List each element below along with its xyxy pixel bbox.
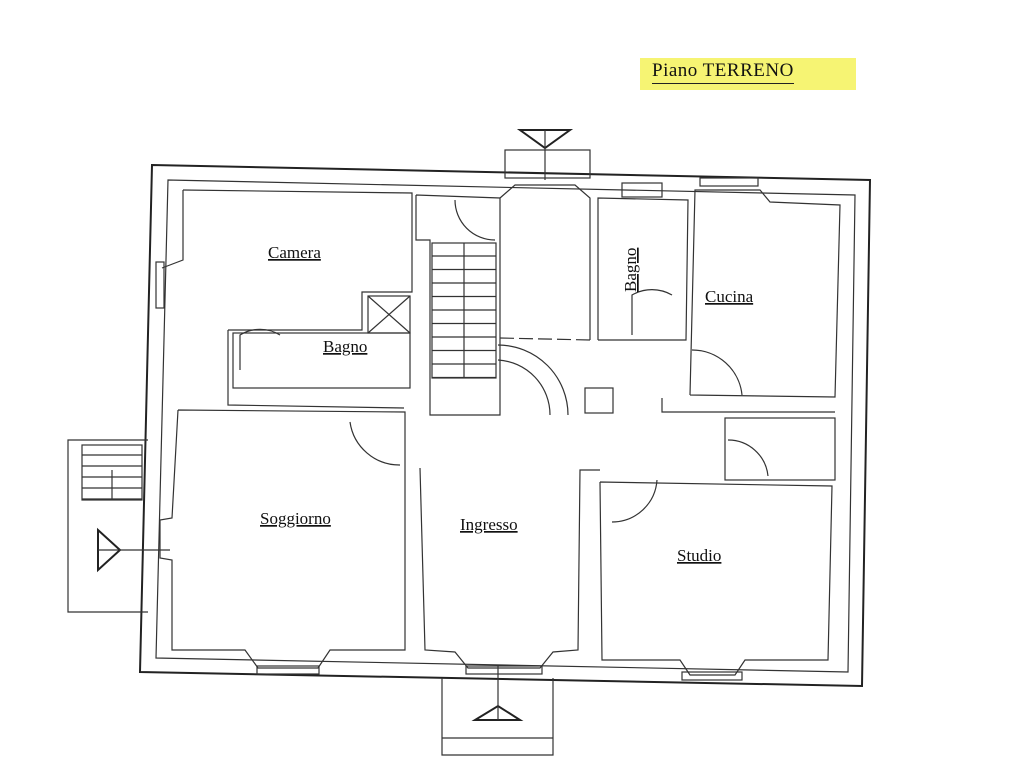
label-cucina: Cucina <box>705 287 754 306</box>
exterior-stair-left <box>67 439 170 613</box>
room-soggiorno <box>159 409 406 675</box>
title-highlight <box>640 58 856 90</box>
room-ingresso <box>419 467 600 675</box>
room-bagno-1 <box>227 295 411 409</box>
room-disimpegno <box>724 417 836 481</box>
room-studio <box>599 479 833 681</box>
room-camera <box>155 189 413 331</box>
room-cucina <box>661 177 841 413</box>
label-ingresso: Ingresso <box>460 515 518 534</box>
label-camera: Camera <box>268 243 321 262</box>
label-bagno-2: Bagno <box>621 248 640 292</box>
central-corridor <box>499 184 614 414</box>
label-soggiorno: Soggiorno <box>260 509 331 528</box>
room-bagno-2 <box>597 182 689 341</box>
label-studio: Studio <box>677 546 721 565</box>
top-entrance <box>504 129 591 180</box>
entrance-porch <box>441 665 554 756</box>
staircase <box>415 194 591 416</box>
outer-walls <box>138 163 872 688</box>
plan-title: Piano TERRENO <box>652 60 794 84</box>
label-bagno-1: Bagno <box>323 337 367 356</box>
